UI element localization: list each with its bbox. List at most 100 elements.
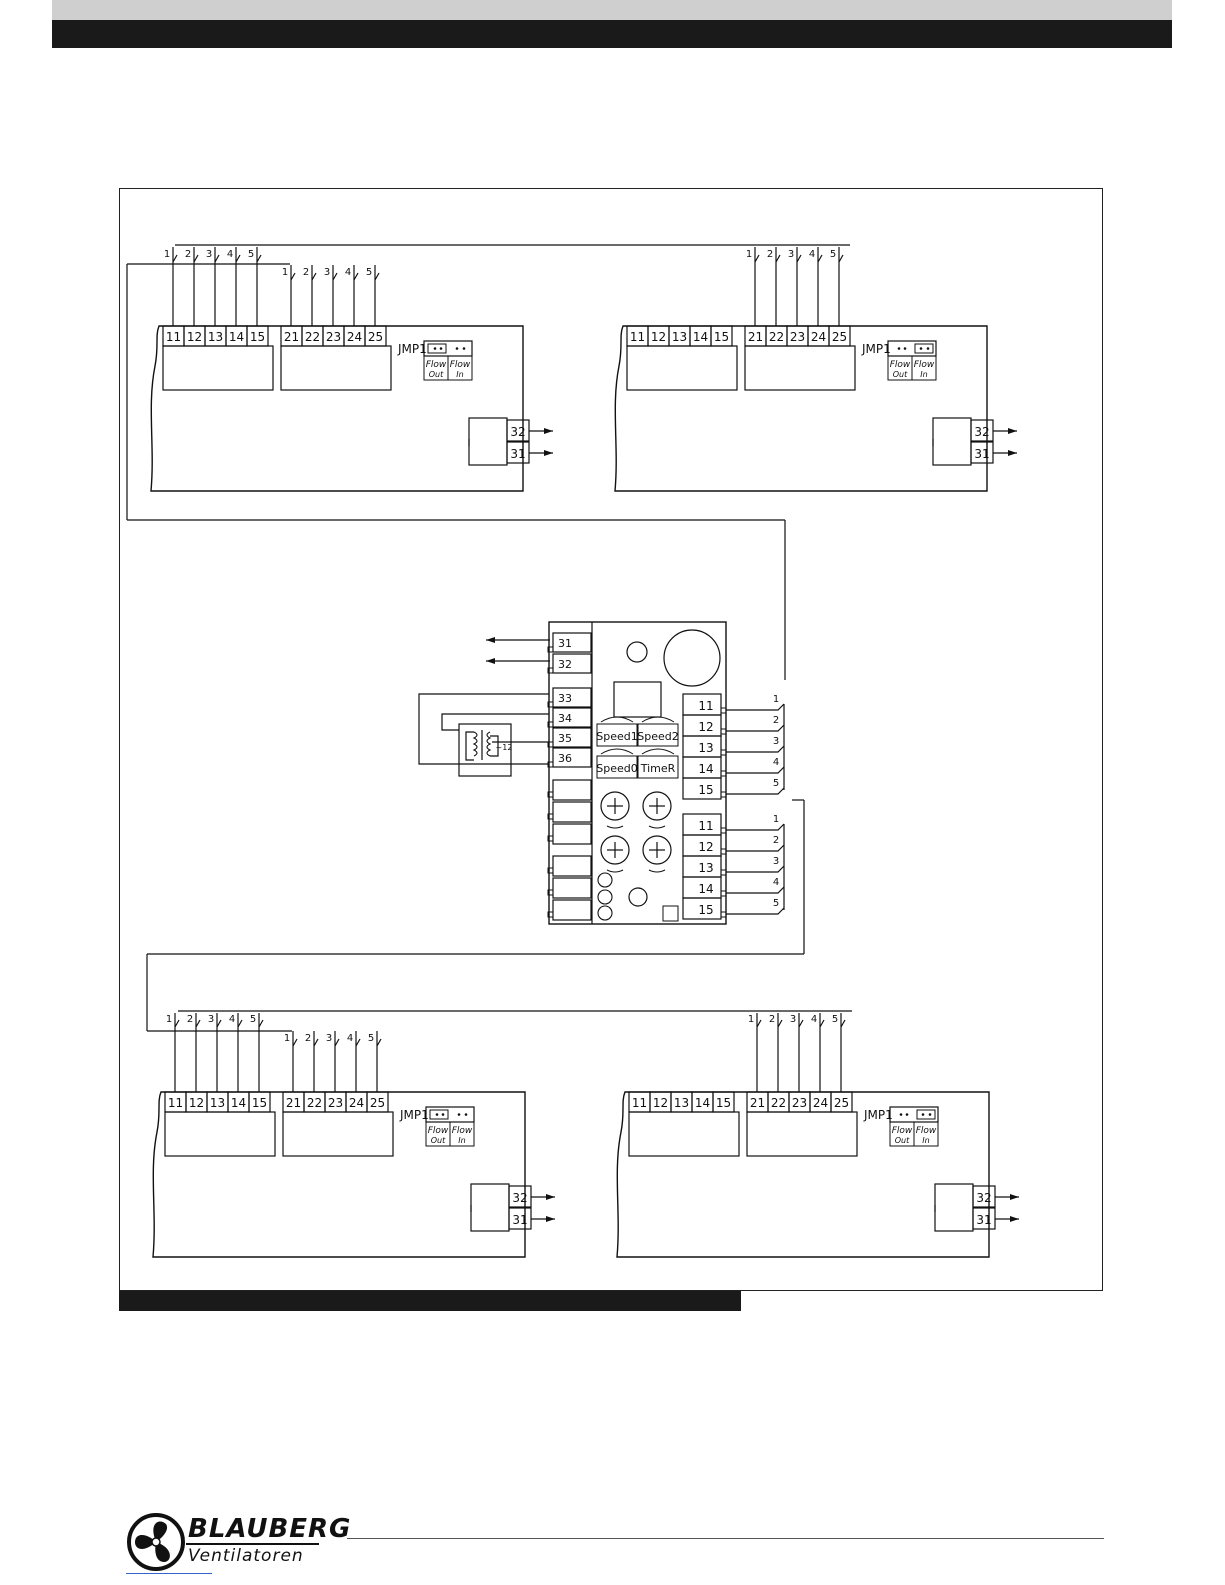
jumper-cap — [914, 343, 934, 354]
terminal-label: 25 — [834, 1096, 849, 1110]
small-component — [662, 905, 679, 922]
terminal-label: 11 — [630, 330, 645, 344]
wire-number: 4 — [773, 757, 779, 768]
terminal-screw — [720, 827, 727, 834]
wire-tick — [796, 254, 802, 263]
wire-number: 2 — [305, 1033, 311, 1044]
header-bar-light — [52, 0, 1172, 20]
controller-right-label: 14 — [698, 762, 713, 776]
jumper-pin — [441, 1113, 445, 1116]
pot-arc — [641, 716, 675, 723]
output-label-32: 32 — [512, 1191, 527, 1205]
wire-tick — [817, 254, 823, 263]
wire-tick — [840, 1019, 846, 1028]
pot-arc — [600, 716, 634, 723]
terminal-label: 13 — [674, 1096, 689, 1110]
wire-number: 3 — [326, 1033, 332, 1044]
terminal-label: 14 — [231, 1096, 246, 1110]
terminal-screw — [547, 701, 554, 708]
controller-left-terminal — [552, 632, 592, 653]
terminal-label: 24 — [347, 330, 362, 344]
terminal-screw — [720, 791, 727, 798]
terminal-label: 15 — [250, 330, 265, 344]
output-label-32: 32 — [974, 425, 989, 439]
jumper-label: JMP1 — [397, 342, 427, 356]
led — [597, 872, 613, 888]
wire-tick — [334, 1038, 340, 1047]
flow-out-label: Out — [893, 370, 908, 379]
flow-out-label: Flow — [426, 360, 447, 370]
caption-bar — [119, 1291, 741, 1311]
controller-right-label: 11 — [698, 819, 713, 833]
output-block — [468, 417, 508, 466]
transformer-coil-secondary — [486, 731, 492, 757]
output-block — [934, 1183, 974, 1232]
wire-number: 5 — [368, 1033, 374, 1044]
transformer-wire — [441, 713, 549, 731]
trimmer-mark — [606, 869, 624, 873]
terminal-label: 22 — [771, 1096, 786, 1110]
wire-number: 4 — [345, 267, 351, 278]
terminal-label: 13 — [672, 330, 687, 344]
logo-underline — [126, 1573, 212, 1574]
trimmer — [600, 791, 630, 821]
flow-out-label: Flow — [892, 1126, 913, 1136]
led-indicator — [626, 641, 648, 663]
controller-blank-terminal — [552, 823, 592, 845]
brand-divider — [186, 1543, 319, 1545]
wire-number: 2 — [303, 267, 309, 278]
terminal-label: 15 — [252, 1096, 267, 1110]
wire-tick — [355, 1038, 361, 1047]
wire-number: 3 — [324, 267, 330, 278]
flow-in-box — [449, 1121, 475, 1147]
controller-bundle-wire — [726, 703, 785, 711]
output-label-32: 32 — [976, 1191, 991, 1205]
jumper-pin — [462, 347, 466, 350]
header-bar-dark — [52, 20, 1172, 48]
terminal-screw — [720, 869, 727, 876]
terminal-label: 21 — [748, 330, 763, 344]
terminal-label: 11 — [166, 330, 181, 344]
flow-in-label: Flow — [450, 360, 471, 370]
diagram-frame — [119, 188, 1103, 1291]
wire-number: 4 — [809, 249, 815, 260]
wire-number: 5 — [248, 249, 254, 260]
terminal-block-1x — [628, 1111, 740, 1157]
fan-logo-icon — [127, 1513, 185, 1571]
terminal-screw — [547, 867, 554, 874]
wire-number: 5 — [250, 1014, 256, 1025]
flow-in-label: In — [922, 1136, 929, 1145]
flow-in-label: In — [458, 1136, 465, 1145]
controller-left-label: 36 — [558, 752, 572, 765]
wire-number: 2 — [773, 715, 779, 726]
pot-label-box — [596, 723, 638, 747]
wire-tick — [292, 1038, 298, 1047]
pot-arc — [641, 748, 675, 755]
wire-number: 2 — [185, 249, 191, 260]
output-label-32: 32 — [510, 425, 525, 439]
terminal-screw — [547, 813, 554, 820]
pot-arc — [600, 748, 634, 755]
wire-number: 3 — [788, 249, 794, 260]
controller-bundle-wire — [726, 907, 785, 915]
pot-label-box — [637, 723, 679, 747]
controller-left-terminal — [552, 687, 592, 708]
wire-tick — [353, 272, 359, 281]
wire-tick — [235, 254, 241, 263]
terminal-label: 25 — [370, 1096, 385, 1110]
terminal-screw — [720, 848, 727, 855]
wire-number: 1 — [284, 1033, 290, 1044]
terminal-label: 21 — [284, 330, 299, 344]
wire-number: 1 — [166, 1014, 172, 1025]
wire-tick — [798, 1019, 804, 1028]
wire-tick — [819, 1019, 825, 1028]
controller-left-terminal — [552, 747, 592, 768]
controller-bundle-wire — [726, 766, 785, 774]
controller-left-label: 35 — [558, 732, 572, 745]
jumper-pin — [439, 347, 443, 350]
jumper-pin — [921, 1113, 925, 1116]
terminal-label: 15 — [716, 1096, 731, 1110]
transformer-label: ~12 — [496, 743, 513, 752]
led — [597, 889, 613, 905]
